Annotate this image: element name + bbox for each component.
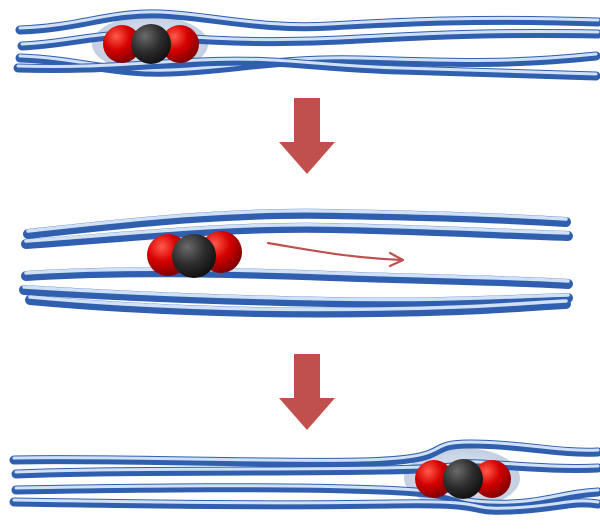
stage-3-trapped-right [14,442,598,510]
carbon-atom [443,459,483,499]
down-arrow-2 [279,354,335,430]
carbon-atom [172,234,216,278]
motion-arrow [268,243,403,266]
co2-molecule [103,24,199,64]
carbon-atom [131,24,171,64]
stage-1-trapped-left [18,12,598,76]
co2-molecule [147,231,242,278]
strand-highlight [14,442,598,460]
stage-2-molecule-moving [24,211,568,313]
co2-molecule [415,459,511,499]
down-arrow-1 [279,98,335,174]
